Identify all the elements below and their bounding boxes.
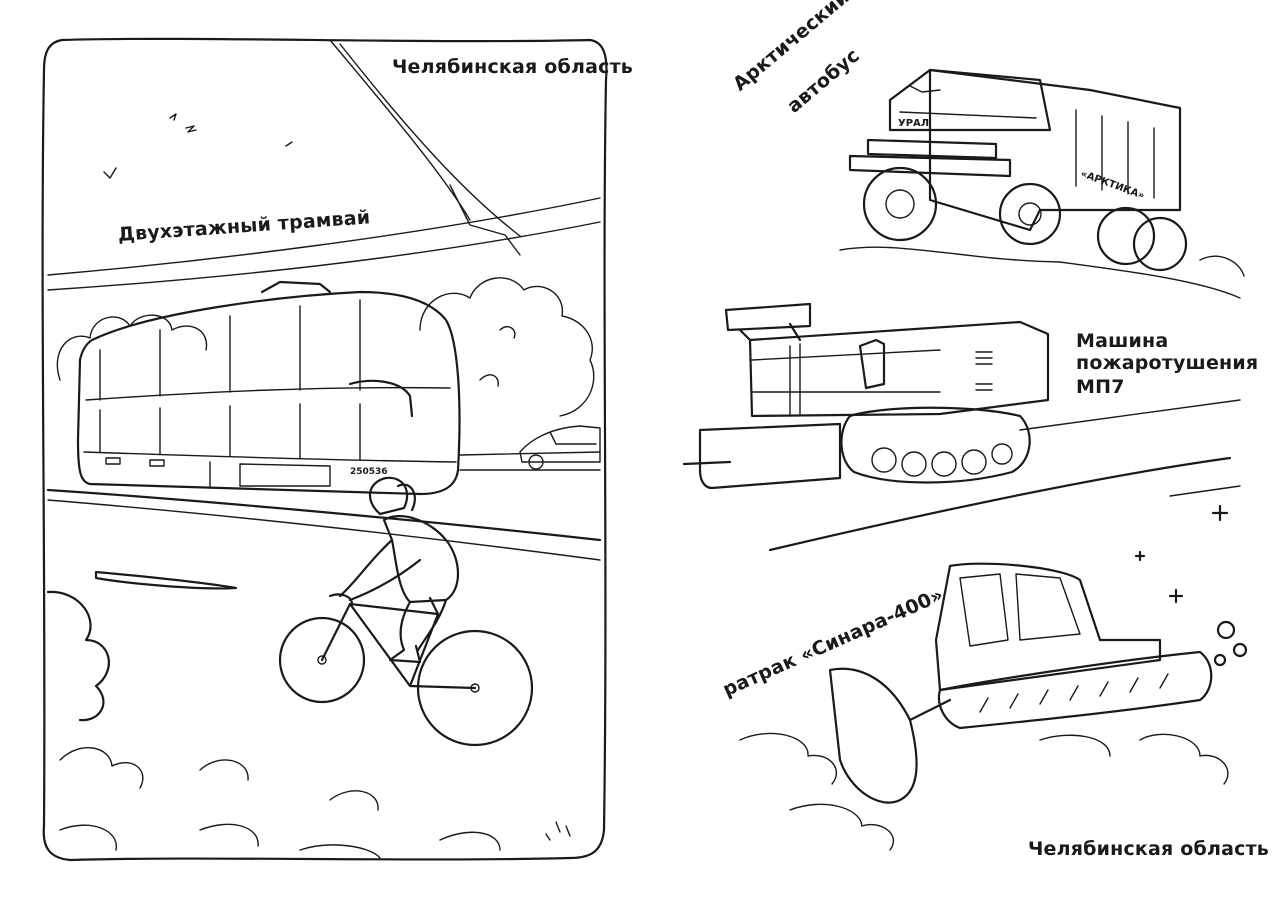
- right-region-label: Челябинская область: [1028, 838, 1270, 860]
- fire-machine-drawing: [682, 302, 1241, 552]
- sparkles: [1134, 504, 1229, 604]
- arctic-truck-drawing: УРАЛ «АРКТИКА»: [839, 68, 1245, 299]
- left-illustration: 250536: [41, 37, 608, 862]
- car-drawing: [519, 425, 601, 470]
- rider-body: [382, 515, 459, 604]
- birds: [103, 113, 293, 179]
- left-region-label: Челябинская область: [392, 56, 634, 78]
- snowcat-drawing: [739, 562, 1248, 851]
- rider-head: [369, 476, 409, 516]
- foreground-bush-left: [46, 590, 110, 722]
- tram-number: 250536: [350, 467, 388, 477]
- right-page: УРАЛ «АРКТИКА»: [640, 0, 1280, 905]
- snow-drifts: [739, 732, 1229, 851]
- cyclist-drawing: [278, 476, 534, 747]
- fire-machine-caption-line1: Машина: [1076, 330, 1169, 352]
- left-page: 250536 Челябинска: [41, 37, 634, 862]
- tram-drawing: 250536: [76, 280, 461, 496]
- page-frame: [41, 37, 608, 862]
- truck-brand-text: УРАЛ: [898, 118, 929, 129]
- road-marking: [94, 570, 238, 590]
- foreground-clouds: [59, 746, 501, 859]
- fire-machine-caption-line3: МП7: [1076, 376, 1125, 398]
- right-illustration: УРАЛ «АРКТИКА»: [682, 68, 1248, 851]
- trees-right: [419, 277, 595, 417]
- truck-side-text: «АРКТИКА»: [1079, 168, 1146, 201]
- ground-line: [768, 456, 1232, 552]
- road-edge: [46, 488, 602, 542]
- fire-machine-caption-line2: пожаротушения: [1076, 352, 1259, 374]
